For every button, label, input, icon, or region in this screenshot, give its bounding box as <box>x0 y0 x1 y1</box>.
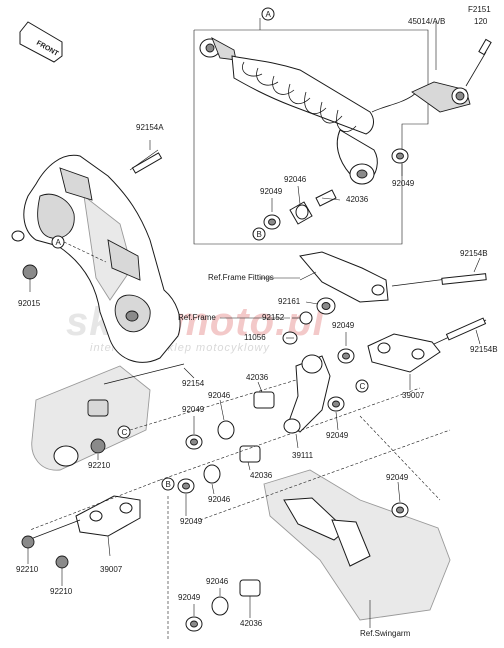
part-label-92049-swingarm: 92049 <box>386 473 409 482</box>
callout-b-shock: B <box>252 227 266 241</box>
part-label-42036-middle: 42036 <box>250 471 273 480</box>
left-side-nuts <box>22 264 185 454</box>
callout-c-left: C <box>117 425 131 439</box>
rocker-arm-39111 <box>283 354 331 434</box>
swingarm-right-ghost <box>263 469 451 621</box>
swingarm-left-ghost <box>31 365 151 471</box>
callout-a-top: A <box>261 7 275 21</box>
dashed-guide-lines <box>29 241 451 640</box>
part-label-92154: 92154 <box>182 379 205 388</box>
part-label-11056: 11056 <box>244 333 266 342</box>
part-label-f2151: F2151 <box>468 5 491 14</box>
callout-b-lower: B <box>161 477 175 491</box>
part-label-92049-shock-left: 92049 <box>260 187 283 196</box>
part-label-92049-lower: 92049 <box>178 593 201 602</box>
part-label-92154a: 92154A <box>136 123 164 132</box>
part-label-92210-lower: 92210 <box>50 587 73 596</box>
svg-text:C: C <box>122 428 128 437</box>
part-label-92154b-lower: 92154B <box>470 345 498 354</box>
tie-rod-39007-lower <box>21 495 141 569</box>
linkage-bushings-row2 <box>177 445 261 494</box>
ref-swingarm: Ref.Swingarm <box>360 629 411 638</box>
part-label-39111: 39111 <box>292 451 314 460</box>
part-label-92046-lower: 92046 <box>206 577 229 586</box>
svg-text:A: A <box>56 238 62 247</box>
part-label-92049-fitting: 92049 <box>332 321 355 330</box>
front-arrow-badge: FRONT <box>19 21 63 63</box>
ref-frame-fittings: Ref.Frame Fittings <box>208 273 274 282</box>
part-label-92015: 92015 <box>18 299 41 308</box>
part-label-92161: 92161 <box>278 297 301 306</box>
svg-text:A: A <box>266 10 272 19</box>
part-label-42036-lower: 42036 <box>240 619 263 628</box>
frame-fitting-bracket <box>282 251 487 345</box>
shock-group-outline <box>193 18 437 245</box>
svg-text:B: B <box>166 480 171 489</box>
part-label-120: 120 <box>474 17 488 26</box>
frame-casting <box>11 149 181 363</box>
part-label-42036-upper: 42036 <box>246 373 269 382</box>
linkage-bushings-row1 <box>185 348 355 450</box>
lower-bushings <box>185 579 261 632</box>
part-label-92046-upper: 92046 <box>208 391 231 400</box>
part-label-39007-lower: 39007 <box>100 565 123 574</box>
ref-frame: Ref.Frame <box>178 313 216 322</box>
part-label-39007-upper: 39007 <box>402 391 425 400</box>
part-label-92049-rocker: 92049 <box>326 431 349 440</box>
part-label-92049-shock-right: 92049 <box>392 179 415 188</box>
part-label-92049-middle: 92049 <box>180 517 203 526</box>
svg-text:B: B <box>257 230 262 239</box>
part-label-45014: 45014/A/B <box>408 17 446 26</box>
callout-a-frame: A <box>51 235 65 249</box>
shock-bushings-group <box>263 148 409 230</box>
part-label-42036-shock: 42036 <box>346 195 369 204</box>
callout-c-right: C <box>355 379 369 393</box>
part-label-92049-upper-left: 92049 <box>182 405 205 414</box>
tie-rod-39007-upper <box>367 317 487 373</box>
part-label-92154b-upper: 92154B <box>460 249 488 258</box>
svg-text:C: C <box>360 382 366 391</box>
part-label-92152: 92152 <box>262 313 285 322</box>
part-label-92210-upper: 92210 <box>88 461 111 470</box>
shock-spring <box>242 61 357 132</box>
rear-shock-absorber <box>199 37 492 185</box>
part-label-92046-middle: 92046 <box>208 495 231 504</box>
part-label-92210-lower-left: 92210 <box>16 565 39 574</box>
part-label-92046-shock: 92046 <box>284 175 307 184</box>
